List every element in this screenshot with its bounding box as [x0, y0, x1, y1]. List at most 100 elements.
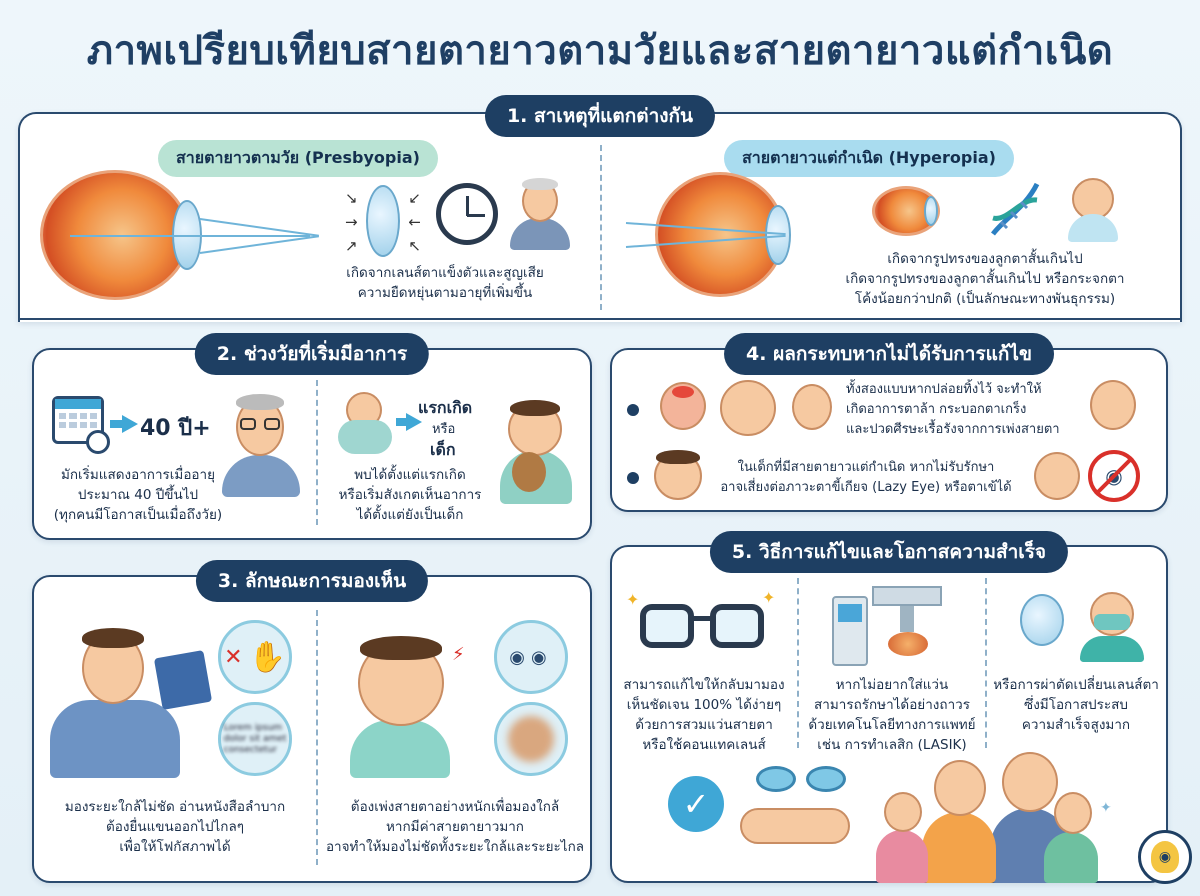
stiff-lens-icon — [366, 185, 400, 257]
treatment-divider — [985, 578, 987, 748]
tired-eyes-face-icon — [720, 380, 776, 436]
family-father-face — [1002, 752, 1058, 812]
contact-lens-case-icon — [756, 766, 846, 796]
impact-row2-line-1: ในเด็กที่มีสายตายาวแต่กำเนิด หากไม่รับรั… — [737, 460, 995, 475]
child-label: เด็ก — [430, 440, 456, 459]
elderly-glasses-man-hair — [236, 394, 284, 410]
section-onset-heading: 2. ช่วงวัยที่เริ่มมีอาการ — [194, 333, 430, 375]
onset-congenital-line-1: พบได้ตั้งแต่แรกเกิด — [354, 467, 466, 483]
treatment-glasses-line-4: หรือใช้คอนแทคเลนส์ — [642, 737, 766, 753]
book-icon — [153, 650, 213, 710]
section-vision-divider — [316, 610, 318, 865]
family-mother-face — [934, 760, 986, 816]
checkmark-icon: ✓ — [668, 776, 724, 832]
bullet-dot — [627, 472, 639, 484]
squinting-eyes-icon: ◉◉ — [494, 620, 568, 694]
compress-arrows-icon: ↘ → ↗ ↙ ← ↖ — [345, 189, 421, 255]
eye-icon: ◉◉ — [509, 646, 553, 668]
impact-row1-line-3: และปวดศีรษะเรื้อรังจากการเพ่งสายตา — [846, 422, 1060, 437]
clock-icon — [436, 183, 498, 245]
pain-spot-icon — [672, 386, 694, 398]
surgeon-mask — [1094, 614, 1130, 630]
hyperopia-cause-line-1: เกิดจากรูปทรงของลูกตาสั้นเกินไป — [887, 251, 1083, 267]
birth-label: แรกเกิด — [418, 398, 473, 417]
onset-arrow — [110, 420, 124, 428]
blurred-text-line: dolor sit amet — [223, 733, 287, 744]
impact-row2-line-2: อาจเสี่ยงต่อภาวะตาขี้เกียจ (Lazy Eye) หร… — [720, 480, 1012, 495]
impact-row1-line-2: เกิดอาการตาล้า กระบอกตาเกร็ง — [846, 402, 1027, 417]
treatment-glasses-line-1: สามารถแก้ไขให้กลับมามอง — [623, 677, 785, 693]
surgeon-body — [1080, 636, 1144, 662]
child-rubbing-hair — [360, 636, 442, 660]
vision-aging-line-1: มองระยะใกล้ไม่ชัด อ่านหนังสือลำบาก — [64, 799, 286, 815]
section-causes-heading: 1. สาเหตุที่แตกต่างกัน — [484, 95, 716, 137]
blurred-child-icon — [494, 702, 568, 776]
lens-implant-icon — [1020, 594, 1064, 646]
age-40-label: 40 ปี+ — [140, 416, 211, 441]
hyperopia-cause-line-3: โค้งน้อยกว่าปกติ (เป็นลักษณะทางพันธุกรรม… — [854, 291, 1116, 307]
vision-aging-line-2: ต้องยื่นแขนออกไปไกลๆ — [106, 819, 244, 835]
onset-congenital-line-2: หรือเริ่มสังเกตเห็นอาการ — [338, 487, 482, 503]
child-rubbing-body — [350, 720, 450, 778]
hand-icon: ✋ — [248, 639, 286, 675]
presbyopia-label: สายตายาวตามวัย (Presbyopia) — [158, 140, 438, 177]
family-girl-body — [876, 830, 928, 883]
treatment-surgery-line-2: ซึ่งมีโอกาสประสบ — [1024, 697, 1128, 713]
presbyopia-cause-line-1: เกิดจากเลนส์ตาแข็งตัวและสูญเสีย — [346, 265, 544, 281]
onset-arrow-head — [122, 415, 138, 433]
treatment-lasik-line-4: เช่น การทำเลสิก (LASIK) — [817, 737, 967, 753]
dna-icon — [985, 178, 1045, 240]
treatment-lasik-line-2: สามารถรักษาได้อย่างถาวร — [814, 697, 970, 713]
red-x-icon: ✕ — [224, 644, 243, 670]
short-eye-illustration — [655, 172, 785, 297]
section-separator — [18, 318, 1182, 320]
family-boy-body — [1044, 832, 1098, 883]
small-eye-lens — [924, 196, 938, 226]
light-ray — [70, 235, 310, 237]
elderly-man-hair — [522, 178, 558, 190]
onset-aging-line-1: มักเริ่มแสดงอาการเมื่ออายุ — [60, 467, 216, 483]
baby-icon — [1072, 178, 1114, 220]
hand-no-focus-icon: ✕ ✋ — [218, 620, 292, 694]
onset-aging-line-3: (ทุกคนมีโอกาสเป็นเมื่อถึงวัย) — [53, 507, 223, 523]
treatment-surgery-line-3: ความสำเร็จสูงมาก — [1021, 717, 1131, 733]
eyeglasses-icon — [640, 604, 764, 652]
presbyopia-cause-line-2: ความยืดหยุ่นตามอายุที่เพิ่มขึ้น — [357, 285, 533, 301]
lazy-eye-child-icon — [1034, 452, 1080, 500]
no-eye-icon: ◉ — [1088, 450, 1140, 502]
section-vision-heading: 3. ลักษณะการมองเห็น — [195, 560, 429, 602]
sparkle-icon: ✦ — [762, 588, 776, 607]
treatment-glasses-line-2: เห็นชัดเจน 100% ได้ง่ายๆ — [626, 697, 782, 713]
toddler-hair — [510, 400, 560, 416]
small-clock-icon — [86, 430, 110, 454]
treatment-lasik-line-3: ด้วยเทคโนโลยีทางการแพทย์ — [808, 717, 976, 733]
vision-congenital-line-1: ต้องเพ่งสายตาอย่างหนักเพื่อมองใกล้ — [350, 799, 560, 815]
section-impact-heading: 4. ผลกระทบหากไม่ได้รับการแก้ไข — [724, 333, 1054, 375]
hyperopia-label: สายตายาวแต่กำเนิด (Hyperopia) — [724, 140, 1014, 177]
family-mother-body — [922, 812, 996, 883]
head-holding-man-icon — [1090, 380, 1136, 430]
reading-man-body — [50, 700, 180, 778]
birth-arrow — [396, 418, 408, 426]
teddy-bear-icon — [512, 452, 546, 492]
section-treatment-heading: 5. วิธีการแก้ไขและโอกาสความสำเร็จ — [709, 531, 1069, 573]
onset-congenital-line-3: ได้ตั้งแต่ยังเป็นเด็ก — [356, 507, 464, 523]
vision-congenital-line-3: อาจทำให้มองไม่ชัดทั้งระยะใกล้และระยะไกล — [325, 839, 585, 855]
impact-row1-line-1: ทั้งสองแบบหากปล่อยทิ้งไว้ จะทำให้ — [846, 382, 1042, 397]
onset-aging-line-2: ประมาณ 40 ปีขึ้นไป — [77, 487, 199, 503]
section-onset-panel — [32, 348, 592, 540]
blurred-text-line: Lorem ipsum — [223, 722, 283, 733]
bullet-dot — [627, 404, 639, 416]
section-causes-divider — [600, 145, 602, 310]
sparkle-icon: ✦ — [626, 590, 640, 609]
birth-arrow-head — [406, 413, 422, 431]
finger-contact-lens-icon — [740, 808, 850, 844]
birth-or-label: หรือ — [432, 422, 456, 437]
stressed-man-icon — [792, 384, 832, 430]
treatment-surgery-line-1: หรือการผ่าตัดเปลี่ยนเลนส์ตา — [993, 677, 1159, 693]
headache-face-icon — [660, 382, 706, 430]
sparkle-icon: ✦ — [1100, 800, 1112, 816]
sad-child-hair — [656, 450, 700, 464]
vision-congenital-line-2: หากมีค่าสายตายาวมาก — [386, 819, 524, 835]
family-girl-face — [884, 792, 922, 832]
